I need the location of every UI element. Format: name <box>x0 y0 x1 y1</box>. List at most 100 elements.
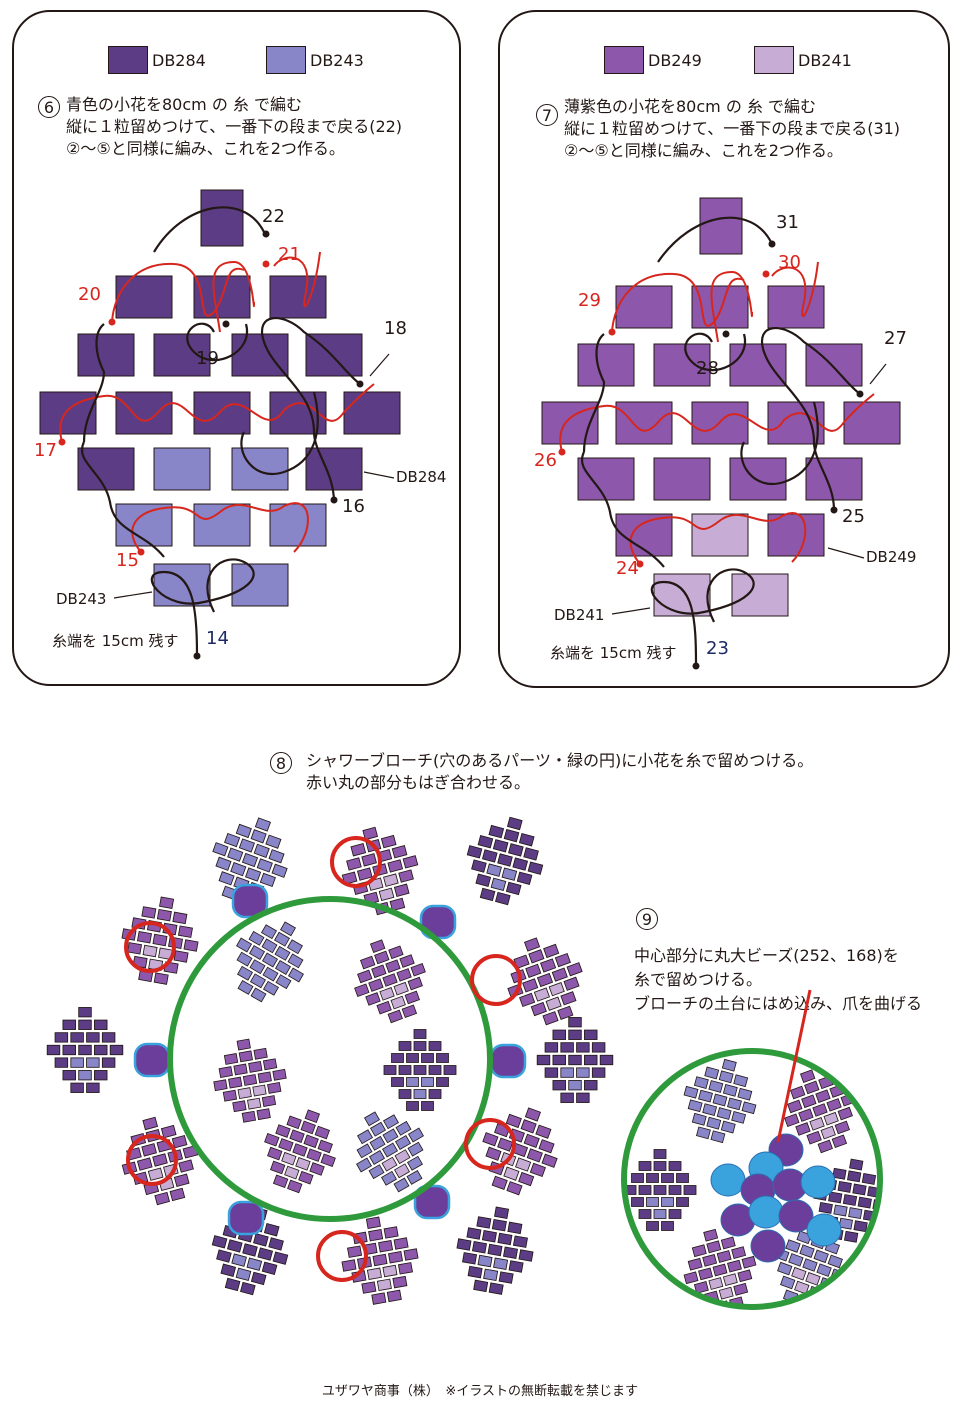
flower-cluster <box>211 1206 289 1296</box>
step-6-panel: DB284 DB243 6 青色の小花を80cm の 糸 で編む 縦に１粒留めつ… <box>12 10 461 686</box>
red-thread-path <box>559 261 875 565</box>
round-bead <box>710 1163 746 1197</box>
black-thread-path <box>581 216 861 665</box>
step-6-instructions: 青色の小花を80cm の 糸 で編む 縦に１粒留めつけて、一番下の段まで戻る(2… <box>66 94 402 160</box>
bead-grid <box>39 189 401 607</box>
number-22: 22 <box>262 206 285 227</box>
step-7-panel: DB249 DB241 7 薄紫色の小花を80cm の 糸 で編む 縦に１粒留め… <box>498 10 950 688</box>
swatch-db241 <box>754 46 794 74</box>
flower-cluster <box>354 939 426 1024</box>
flower-cluster <box>482 1107 558 1196</box>
legend-db241: DB241 <box>754 46 852 74</box>
flower-cluster <box>466 816 544 906</box>
number-28: 28 <box>696 358 719 379</box>
flower-cluster <box>624 1149 697 1231</box>
step-6-heading: 6 <box>38 96 62 118</box>
number-31: 31 <box>776 212 799 233</box>
step-9-line-3: ブローチの土台にはめ込み、爪を曲げる <box>634 994 923 1013</box>
callout-db243: DB243 <box>56 590 107 608</box>
legend-label-db284: DB284 <box>152 50 206 70</box>
flower-cluster <box>536 1017 614 1103</box>
flower-cluster <box>213 1038 287 1123</box>
number-23: 23 <box>706 638 729 659</box>
thread-tail-note: 糸端を 15cm 残す <box>550 644 677 662</box>
step-6-number: 6 <box>38 96 60 118</box>
bead-grid <box>541 197 901 617</box>
step-6-bead-diagram <box>39 189 401 660</box>
number-17: 17 <box>34 440 57 461</box>
number-19: 19 <box>196 348 219 369</box>
step-7-line-2: 縦に１粒留めつけて、一番下の段まで戻る(31) <box>564 119 901 138</box>
round-bead <box>778 1199 814 1233</box>
join-mark-circle <box>316 1230 368 1282</box>
swatch-db249 <box>604 46 644 74</box>
join-mark-circle <box>470 954 522 1006</box>
flower-cluster <box>212 817 288 906</box>
black-thread-path <box>81 206 361 655</box>
step-8-brooch-ring <box>167 896 493 1222</box>
swatch-db284 <box>108 46 148 74</box>
number-16: 16 <box>342 496 365 517</box>
step-8-line-1: シャワーブローチ(穴のあるパーツ・緑の円)に小花を糸で留めつける。 <box>306 751 814 770</box>
join-mark-circle <box>464 1118 516 1170</box>
number-25: 25 <box>842 506 865 527</box>
flower-cluster <box>683 1228 757 1307</box>
number-14: 14 <box>206 628 229 649</box>
step-9-number: 9 <box>636 908 658 930</box>
legend-label-db249: DB249 <box>648 50 702 70</box>
step-7-bead-diagram <box>541 197 901 670</box>
flower-cluster <box>507 937 583 1026</box>
step-9-finished-brooch <box>621 989 883 1310</box>
flower-cluster <box>264 1109 336 1194</box>
step-9-instructions: 中心部分に丸大ビーズ(252、168)を 糸で留めつける。 ブローチの土台にはめ… <box>634 944 922 1016</box>
step-7-number: 7 <box>536 104 558 126</box>
footer-copyright: ユザワヤ商事（株） ※イラストの無断転載を禁じます <box>321 1384 639 1399</box>
thread-end-dots <box>58 230 364 660</box>
pearl-bead <box>227 1200 265 1236</box>
legend-db284: DB284 <box>108 46 206 74</box>
join-mark-circle <box>124 921 176 973</box>
swatch-db243 <box>266 46 306 74</box>
step-8-line-2: 赤い丸の部分もはぎ合わせる。 <box>306 773 531 792</box>
flower-cluster <box>383 1029 457 1111</box>
step-8-join-marks <box>124 836 522 1282</box>
number-21: 21 <box>278 244 301 265</box>
thread-tail-note: 糸端を 15cm 残す <box>52 632 179 650</box>
number-24: 24 <box>616 558 639 579</box>
number-30: 30 <box>778 252 801 273</box>
flower-cluster <box>341 826 419 916</box>
step-8-number: 8 <box>270 752 292 774</box>
step-8-instructions: シャワーブローチ(穴のあるパーツ・緑の円)に小花を糸で留めつける。 赤い丸の部分… <box>306 750 813 794</box>
number-26: 26 <box>534 450 557 471</box>
number-27: 27 <box>884 328 907 349</box>
join-mark-circle <box>126 1134 178 1186</box>
step-8-center-pearls <box>133 883 527 1236</box>
legend-label-db241: DB241 <box>798 50 852 70</box>
flower-cluster <box>341 1216 419 1305</box>
step-9-heading: 9 <box>636 908 660 930</box>
join-mark-circle <box>330 836 382 888</box>
legend-db249: DB249 <box>604 46 702 74</box>
pearl-bead <box>133 1042 171 1078</box>
flower-cluster <box>356 1111 424 1193</box>
flower-cluster <box>456 1206 534 1295</box>
flower-cluster <box>784 1069 856 1154</box>
callout-db241: DB241 <box>554 606 605 624</box>
legend-db243: DB243 <box>266 46 364 74</box>
round-bead <box>800 1165 836 1199</box>
step-9-pointer-line <box>776 989 812 1143</box>
flower-cluster <box>683 1058 757 1144</box>
step-7-instructions: 薄紫色の小花を80cm の 糸 で編む 縦に１粒留めつけて、一番下の段まで戻る(… <box>564 96 900 162</box>
round-bead <box>806 1213 842 1247</box>
flower-cluster <box>46 1007 124 1093</box>
callout-db249: DB249 <box>866 548 917 566</box>
legend-label-db243: DB243 <box>310 50 364 70</box>
round-bead <box>748 1195 784 1229</box>
step-8-heading: 8 <box>270 752 294 774</box>
step-7-line-3: ②〜⑤と同様に編み、これを2つ作る。 <box>564 141 843 160</box>
number-20: 20 <box>78 284 101 305</box>
assembly-illustration <box>46 816 883 1310</box>
thread-end-dots <box>558 240 864 670</box>
step-7-heading: 7 <box>536 104 560 126</box>
flower-cluster <box>121 896 199 985</box>
